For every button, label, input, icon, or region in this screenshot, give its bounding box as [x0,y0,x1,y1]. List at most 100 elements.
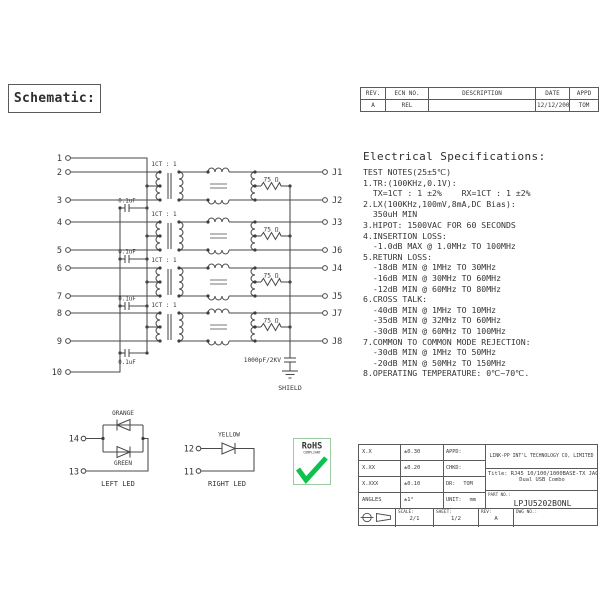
spec-line: TX=1CT : 1 ±2% RX=1CT : 1 ±2% [363,188,531,199]
ecn-value: REL [385,99,429,112]
scale-value: 2/1 [409,516,420,522]
date-value: 12/12/2009 [535,99,570,112]
spec-line: -18dB MIN @ 1MHz TO 30MHz [363,262,497,273]
part-no-label: PART NO.: [488,492,511,497]
tolerance-dim: ANGLES [359,493,401,509]
resistor-label: 75 Ω [264,318,279,325]
chkd-label: CHKD: [446,465,462,471]
tolerance-dim: X.XXX [359,477,401,493]
company-name: LINK-PP INT'L TECHNOLOGY CO, LIMITED [486,445,597,469]
shield-termination [282,186,298,379]
spec-line: 8.OPERATING TEMPERATURE: 0℃~70℃. [363,368,530,379]
green-diode-icon [116,445,132,459]
jack-pin-label: J7 [332,309,342,319]
diode-color-label: GREEN [114,460,132,467]
orange-diode-icon [115,418,131,432]
third-angle-projection-icon [360,512,391,523]
spec-line: -1.0dB MAX @ 1.0MHz TO 100MHz [363,241,516,252]
pin-label: 8 [57,309,62,319]
pin-terminals [65,155,328,375]
appd-value: TOM [569,99,599,112]
spec-line: 4.INSERTION LOSS: [363,230,447,241]
unit-label: UNIT: [446,497,462,503]
capacitor-label: 0.1uF [118,199,136,205]
spec-line: -30dB MIN @ 60MHz TO 100MHz [363,325,506,336]
spec-line: -40dB MIN @ 1MHz TO 10MHz [363,304,497,315]
unit-value: mm [469,497,476,503]
drawing-title-cell: Title: RJ45 10/100/1000BASE-TX JACK/ Dua… [486,469,597,491]
chkd-cell: CHKD: [444,461,486,477]
hv-capacitor-label: 1000pF/2KV [244,357,282,364]
pin-label: 4 [57,218,62,228]
specs-title: Electrical Specifications: [363,150,546,163]
ct-capacitor-4 [117,348,150,358]
transformer-block-4 [69,308,324,346]
jack-pin-label: J4 [332,264,342,274]
sheet-label: SHEET: [436,510,452,515]
right-led-label: RIGHT LED [208,480,246,488]
projection-symbol-cell [359,509,396,527]
turns-ratio-label: 1CT : 1 [151,211,177,218]
tolerance-dim: X.X [359,445,401,461]
title-block: X.X ±0.30 X.XX ±0.20 X.XXX ±0.10 ANGLES … [358,444,598,527]
part-number: LPJU5202BONL [513,499,572,508]
jack-pin-label: J6 [332,246,342,256]
resistor-label: 75 Ω [264,177,279,184]
led-circuit-diagram: 14 13 ORANGE GREEN LEFT LED 12 11 YELLOW… [69,410,255,488]
ecn-col-header: ECN NO. [385,87,429,100]
diode-color-label: ORANGE [112,410,134,417]
pin-label: 1 [57,154,62,164]
transformer-block-3 [69,263,324,301]
transformer-block-1 [69,167,324,205]
transformer-block-2 [69,217,324,255]
rev-cell: REV: A [479,509,514,527]
appd-cell: APPD: [444,445,486,461]
date-col-header: DATE [535,87,570,100]
pin-label: 10 [52,368,62,378]
rohs-title: RoHS [302,442,322,452]
dwg-no-label: DWG NO.: [516,510,538,515]
pin-label: 9 [57,337,62,347]
ct-capacitor-3 [117,301,150,311]
resistor-label: 75 Ω [264,227,279,234]
jack-pin-label: J2 [332,196,342,206]
rohs-mark: RoHS COMPLIANT [295,442,328,484]
spec-line: 5.RETURN LOSS: [363,251,433,262]
jack-pin-label: J3 [332,218,342,228]
pin-label: 12 [184,445,194,455]
spec-line: 6.CROSS TALK: [363,294,428,305]
title-label: Title: [488,471,508,477]
capacitor-label: 0.1uF [118,250,136,256]
description-col-header: DESCRIPTION [428,87,536,100]
tolerance-value: ±0.10 [401,477,444,493]
capacitor-label: 0.1uF [118,297,136,303]
description-value [428,99,536,112]
turns-ratio-label: 1CT : 1 [151,161,177,168]
turns-ratio-label: 1CT : 1 [151,302,177,309]
tolerance-dim: X.XX [359,461,401,477]
page-title: Schematic: [8,84,101,113]
spec-line: -35dB MIN @ 32MHz TO 60MHz [363,315,502,326]
spec-line: 350uH MIN [363,209,418,220]
electrical-specifications: Electrical Specifications: TEST NOTES(25… [363,150,599,379]
pin-label: 6 [57,264,62,274]
pin-label: 7 [57,292,62,302]
rev-value: A [494,516,498,522]
ct-capacitor-2 [117,254,150,264]
tolerance-value: ±1° [401,493,444,509]
spec-line: 7.COMMON TO COMMON MODE REJECTION: [363,336,531,347]
tolerance-value: ±0.30 [401,445,444,461]
appd-col-header: APPD [569,87,599,100]
pin-label: 5 [57,246,62,256]
left-led-circuit [80,418,149,474]
sheet-cell: SHEET: 1/2 [434,509,479,527]
resistor-label: 75 Ω [264,273,279,280]
capacitor-label: 0.1uF [118,360,136,366]
pin-label: 13 [69,468,79,478]
dr-value: TOM [463,481,473,487]
diode-color-label: YELLOW [218,432,240,439]
scale-cell: SCALE: 2/1 [396,509,434,527]
ct-capacitor-1 [117,203,150,213]
spec-line: -12dB MIN @ 60MHz TO 80MHz [363,283,502,294]
